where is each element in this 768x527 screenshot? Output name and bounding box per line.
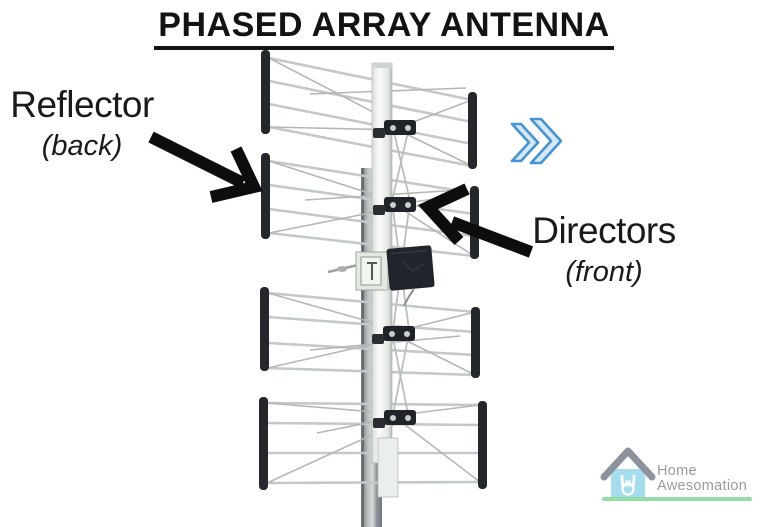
home-icon — [600, 447, 752, 501]
feed-connectors — [372, 120, 416, 428]
directors-callout: Directors (front) — [528, 210, 680, 288]
directors-arrow — [418, 183, 534, 258]
logo-ground-line — [602, 497, 752, 501]
diagram-title: PHASED ARRAY ANTENNA — [0, 6, 768, 50]
antenna-bay-1 — [261, 50, 477, 169]
double-chevron-right-icon — [510, 117, 563, 165]
reflector-label: Reflector — [10, 84, 154, 125]
mast-clamp — [327, 251, 389, 291]
directors-sublabel: (front) — [565, 255, 643, 288]
combiner-box — [386, 245, 435, 291]
directors-label: Directors — [532, 210, 676, 251]
reflector-sublabel: (back) — [41, 129, 123, 162]
reflector-callout: Reflector (back) — [4, 84, 160, 162]
diagram-title-text: PHASED ARRAY ANTENNA — [154, 6, 614, 50]
logo-text-line2: Awesomation — [657, 478, 748, 494]
reflector-arrow — [148, 131, 263, 203]
coax-cable — [403, 288, 415, 307]
logo-text-line1: Home — [657, 463, 697, 479]
logo-text: Home Awesomation — [657, 464, 747, 494]
antenna-bay-3 — [260, 287, 480, 378]
home-awesomation-logo: Home Awesomation — [598, 444, 758, 514]
rock-hand-icon — [620, 474, 636, 496]
